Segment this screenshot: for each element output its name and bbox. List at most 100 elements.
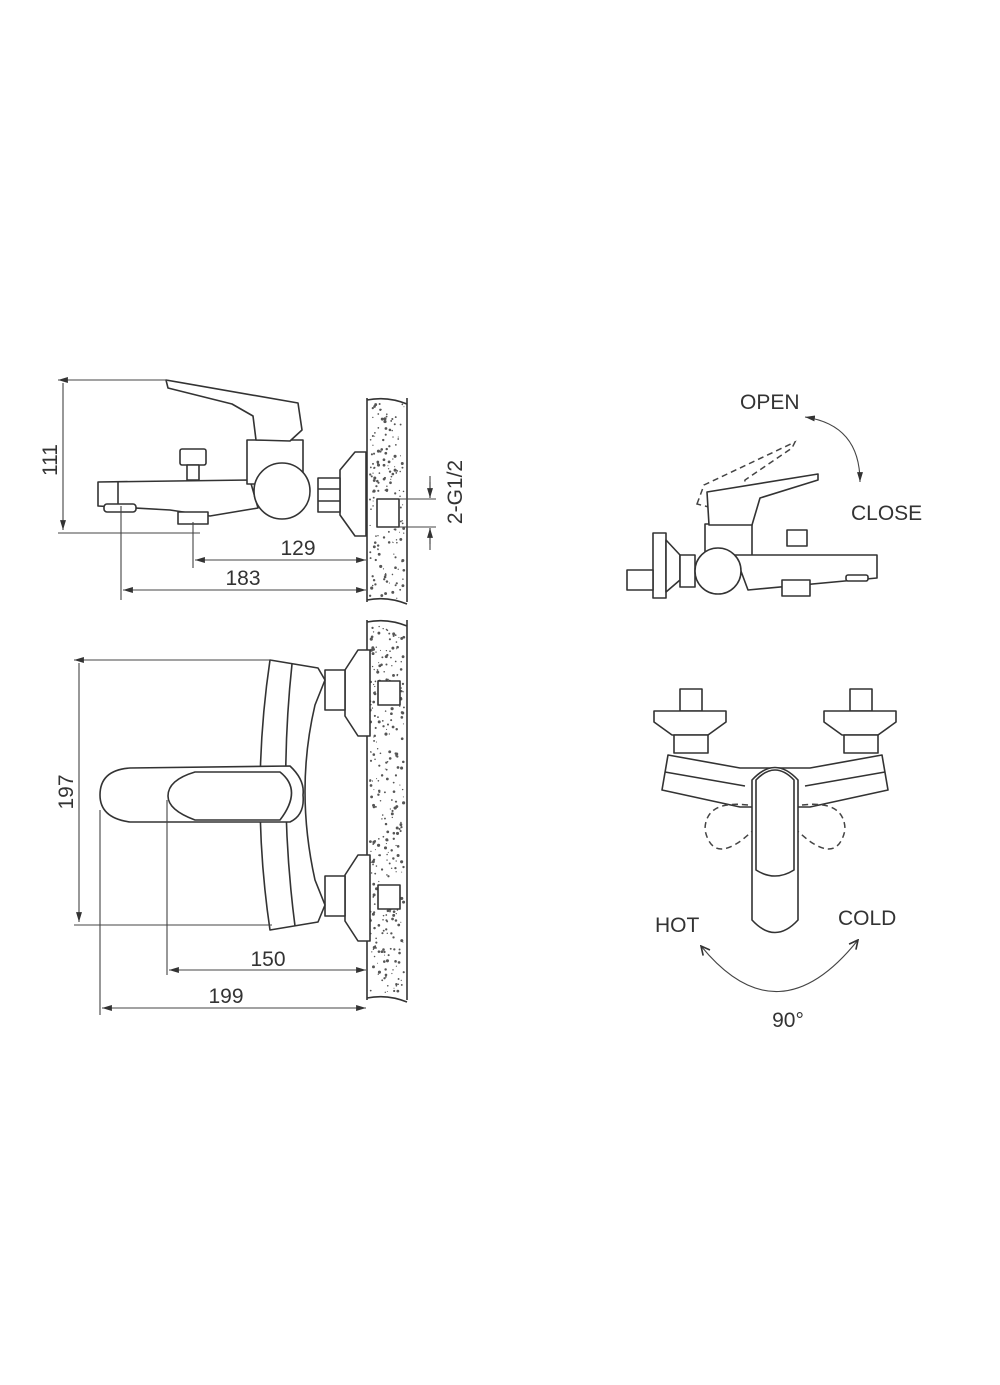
wall-speckle: [385, 928, 388, 931]
wall-speckle: [378, 472, 381, 474]
wall-speckle: [385, 580, 389, 583]
wall-speckle: [371, 646, 375, 650]
wall-speckle: [386, 984, 389, 987]
spout-iso: [734, 554, 878, 591]
wall-speckle: [392, 936, 395, 939]
height-dim-label: 111: [39, 444, 62, 476]
open-close-view: OPEN CLOSE: [626, 391, 922, 599]
wall-speckle: [394, 660, 397, 663]
wall-speckle: [380, 868, 384, 871]
wall-speckle: [391, 590, 395, 594]
wall-speckle: [402, 490, 405, 493]
wall-speckle: [378, 625, 380, 628]
wall-speckle: [392, 458, 394, 460]
wall-speckle: [397, 983, 399, 986]
wall-speckle: [372, 753, 376, 756]
wall-speckle: [374, 726, 377, 730]
wall-speckle: [370, 872, 373, 874]
wall-speckle: [396, 845, 400, 848]
wall-speckle: [400, 860, 404, 864]
wall-speckle: [384, 655, 388, 659]
wall-speckle: [372, 479, 376, 482]
wall-speckle: [395, 844, 397, 847]
wall-speckle: [386, 874, 388, 876]
height-dim-line: [58, 380, 200, 533]
wall-speckle: [389, 650, 391, 653]
wall-speckle: [372, 882, 376, 886]
wall-speckle: [372, 500, 374, 502]
wall-speckle: [377, 973, 379, 975]
wall-speckle: [390, 932, 393, 935]
wall-speckle: [381, 720, 384, 722]
wall-speckle: [402, 527, 406, 530]
wall-speckle: [374, 691, 376, 693]
wall-speckle: [402, 801, 406, 805]
wall-speckle: [396, 989, 400, 993]
wall-speckle: [395, 648, 398, 650]
wall-speckle: [390, 719, 393, 722]
wall-speckle: [376, 449, 380, 453]
wall-speckle: [373, 911, 376, 914]
wall-speckle: [385, 628, 388, 631]
wall-speckle: [392, 913, 396, 917]
wall-speckle: [385, 777, 389, 781]
wall-speckle: [371, 434, 374, 438]
wall-speckle: [395, 965, 397, 967]
wall-speckle: [377, 479, 379, 481]
wall-speckle: [371, 912, 375, 916]
wall-speckle: [387, 954, 390, 957]
wall-speckle: [375, 778, 378, 780]
wall-speckle: [392, 857, 395, 860]
wall-speckle: [388, 582, 390, 584]
wall-speckle: [376, 463, 381, 467]
wall-speckle: [381, 656, 384, 659]
aerator: [103, 503, 137, 513]
wall-speckle: [372, 895, 375, 898]
open-label: OPEN: [740, 391, 800, 414]
wall-speckle: [388, 445, 391, 448]
wall-speckle: [383, 578, 386, 581]
wall-speckle: [403, 406, 405, 408]
wall-speckle: [394, 634, 397, 637]
wall-speckle: [401, 788, 404, 791]
wall-speckle: [387, 460, 391, 464]
mixer-cartridge-iso: [694, 547, 742, 595]
wall-speckle: [382, 458, 386, 462]
wall-speckle: [402, 568, 406, 572]
wall-speckle: [373, 692, 377, 696]
wall-speckle: [397, 438, 400, 440]
wall-speckle: [369, 989, 372, 992]
wall-speckle: [384, 592, 388, 596]
left-nut: [673, 734, 709, 754]
wall-speckle: [383, 575, 387, 579]
wall-speckle: [374, 680, 377, 683]
wall-speckle: [399, 829, 402, 833]
wall-speckle: [388, 428, 392, 432]
wall-speckle: [377, 970, 382, 974]
wall-speckle: [373, 955, 376, 958]
wall-speckle: [398, 636, 400, 639]
wall-speckle: [383, 960, 386, 963]
wall-speckle: [385, 959, 390, 963]
wall-speckle: [383, 670, 385, 673]
wall-speckle: [369, 498, 372, 501]
wall-speckle: [387, 541, 391, 544]
wall-speckle: [392, 790, 396, 793]
wall-speckle: [385, 919, 388, 922]
wall-speckle: [393, 468, 397, 472]
wall-speckle: [401, 655, 405, 659]
wall-speckle: [382, 568, 385, 570]
wall-speckle: [384, 433, 387, 436]
wall-speckle: [385, 649, 388, 652]
wall-speckle: [382, 463, 386, 467]
wall-speckle: [402, 796, 404, 798]
wall-speckle: [370, 586, 374, 590]
wall-speckle: [390, 712, 393, 716]
wall-speckle: [397, 568, 399, 570]
wall-speckle: [394, 752, 397, 755]
wall-speckle: [399, 455, 401, 457]
wall-speckle: [369, 780, 371, 782]
wall-speckle: [387, 468, 390, 470]
wall-speckle: [372, 490, 375, 493]
wall-speckle: [401, 760, 405, 764]
